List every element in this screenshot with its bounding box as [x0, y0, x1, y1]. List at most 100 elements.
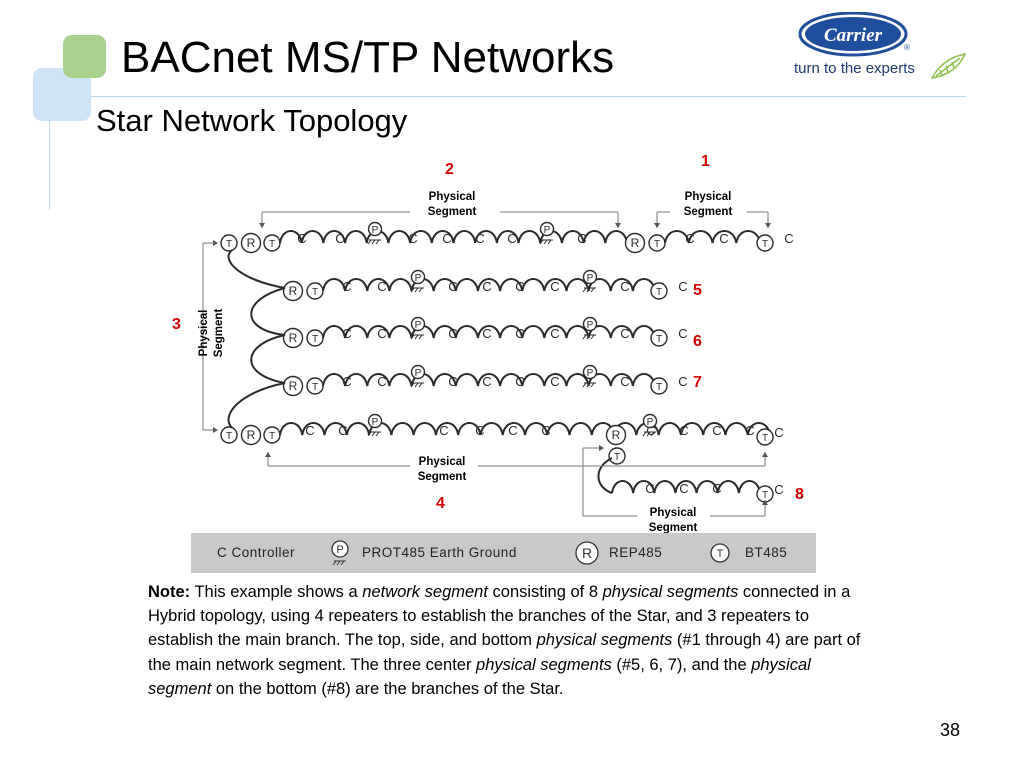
- controller-icon: C: [679, 481, 688, 496]
- legend-repeater: REP485: [609, 545, 663, 560]
- legend-bar: C Controller P PROT485 Earth Ground R RE…: [191, 533, 816, 573]
- segment-number-3: 3: [172, 316, 181, 333]
- arrow-head: [762, 500, 768, 505]
- svg-text:T: T: [269, 431, 275, 442]
- controller-icon: C: [577, 231, 586, 246]
- controller-icon: C: [678, 374, 687, 389]
- svg-text:R: R: [289, 331, 298, 345]
- controller-icon: C: [475, 231, 484, 246]
- arrow-head: [265, 452, 271, 457]
- controller-icon: C: [342, 374, 351, 389]
- slide-subtitle: Star Network Topology: [96, 103, 408, 138]
- cable-line: [322, 373, 656, 387]
- svg-text:R: R: [582, 545, 592, 561]
- terminator-icon: T: [710, 543, 730, 563]
- controller-icon: C: [377, 374, 386, 389]
- controller-icon: C: [342, 279, 351, 294]
- svg-text:P: P: [415, 320, 422, 331]
- controller-icon: C: [550, 326, 559, 341]
- controller-icon: C: [508, 423, 517, 438]
- controller-icon: C: [550, 374, 559, 389]
- arrow-head: [762, 452, 768, 457]
- logo-tagline: turn to the experts: [794, 60, 915, 77]
- decor-green-square: [63, 35, 106, 78]
- cable-line: [664, 230, 761, 244]
- controller-icon: C: [482, 374, 491, 389]
- svg-text:T: T: [269, 239, 275, 250]
- ground-icon: [642, 413, 658, 429]
- legend-ground: PROT485 Earth Ground: [362, 545, 517, 560]
- svg-text:R: R: [289, 284, 298, 298]
- title-divider: [90, 96, 966, 97]
- svg-text:T: T: [762, 433, 768, 444]
- repeater-icon: [282, 375, 304, 397]
- ground-icon: [582, 316, 598, 332]
- controller-icon: C: [550, 279, 559, 294]
- svg-text:P: P: [587, 320, 594, 331]
- arrow-head: [654, 223, 660, 228]
- controller-icon: C: [408, 231, 417, 246]
- svg-text:R: R: [247, 236, 256, 250]
- controller-icon: C: [685, 231, 694, 246]
- svg-text:P: P: [544, 225, 551, 236]
- svg-text:T: T: [762, 239, 768, 250]
- controller-icon: C: [448, 374, 457, 389]
- terminator-icon: [650, 377, 668, 395]
- repeater-icon: [240, 232, 262, 254]
- repeater-icon: [605, 424, 627, 446]
- svg-text:P: P: [587, 273, 594, 284]
- controller-icon: C: [515, 374, 524, 389]
- cable-line: [279, 230, 628, 244]
- svg-text:P: P: [647, 417, 654, 428]
- controller-icon: C: [541, 423, 550, 438]
- controller-icon: C: [774, 425, 783, 440]
- svg-text:P: P: [336, 544, 343, 556]
- repeater-icon: R: [575, 541, 599, 565]
- controller-icon: C: [719, 231, 728, 246]
- svg-text:R: R: [612, 428, 621, 442]
- ground-icon: [539, 221, 555, 237]
- svg-text:T: T: [312, 382, 318, 393]
- ground-icon: [367, 413, 383, 429]
- svg-text:T: T: [656, 382, 662, 393]
- controller-icon: C: [442, 231, 451, 246]
- ground-icon: [410, 316, 426, 332]
- ground-icon: [582, 269, 598, 285]
- carrier-logo: Carrier ® turn to the experts: [790, 11, 970, 84]
- svg-text:T: T: [656, 334, 662, 345]
- segment-number-2: 2: [445, 161, 454, 178]
- legend-controller: C Controller: [217, 545, 296, 560]
- terminator-icon: [220, 426, 238, 444]
- svg-text:P: P: [415, 368, 422, 379]
- terminator-icon: [650, 282, 668, 300]
- controller-icon: C: [774, 482, 783, 497]
- controller-icon: C: [338, 423, 347, 438]
- controller-icon: C: [784, 231, 793, 246]
- arrow-head: [213, 240, 218, 246]
- note-label: Note:: [148, 583, 191, 601]
- svg-text:P: P: [415, 273, 422, 284]
- controller-icon: C: [482, 279, 491, 294]
- segment-number-1: 1: [701, 153, 710, 170]
- ground-icon: [410, 364, 426, 380]
- cable-line: [227, 249, 286, 429]
- svg-text:T: T: [762, 490, 768, 501]
- svg-text:P: P: [372, 225, 379, 236]
- svg-text:T: T: [717, 548, 724, 560]
- svg-text:T: T: [312, 334, 318, 345]
- terminator-icon: [756, 234, 774, 252]
- controller-icon: C: [745, 423, 754, 438]
- svg-text:T: T: [654, 239, 660, 250]
- repeater-icon: [624, 232, 646, 254]
- cable-line: [597, 457, 613, 494]
- cable-line: [611, 480, 761, 494]
- cable-line: [279, 422, 771, 436]
- controller-icon: C: [297, 231, 306, 246]
- controller-icon: C: [712, 481, 721, 496]
- controller-icon: C: [482, 326, 491, 341]
